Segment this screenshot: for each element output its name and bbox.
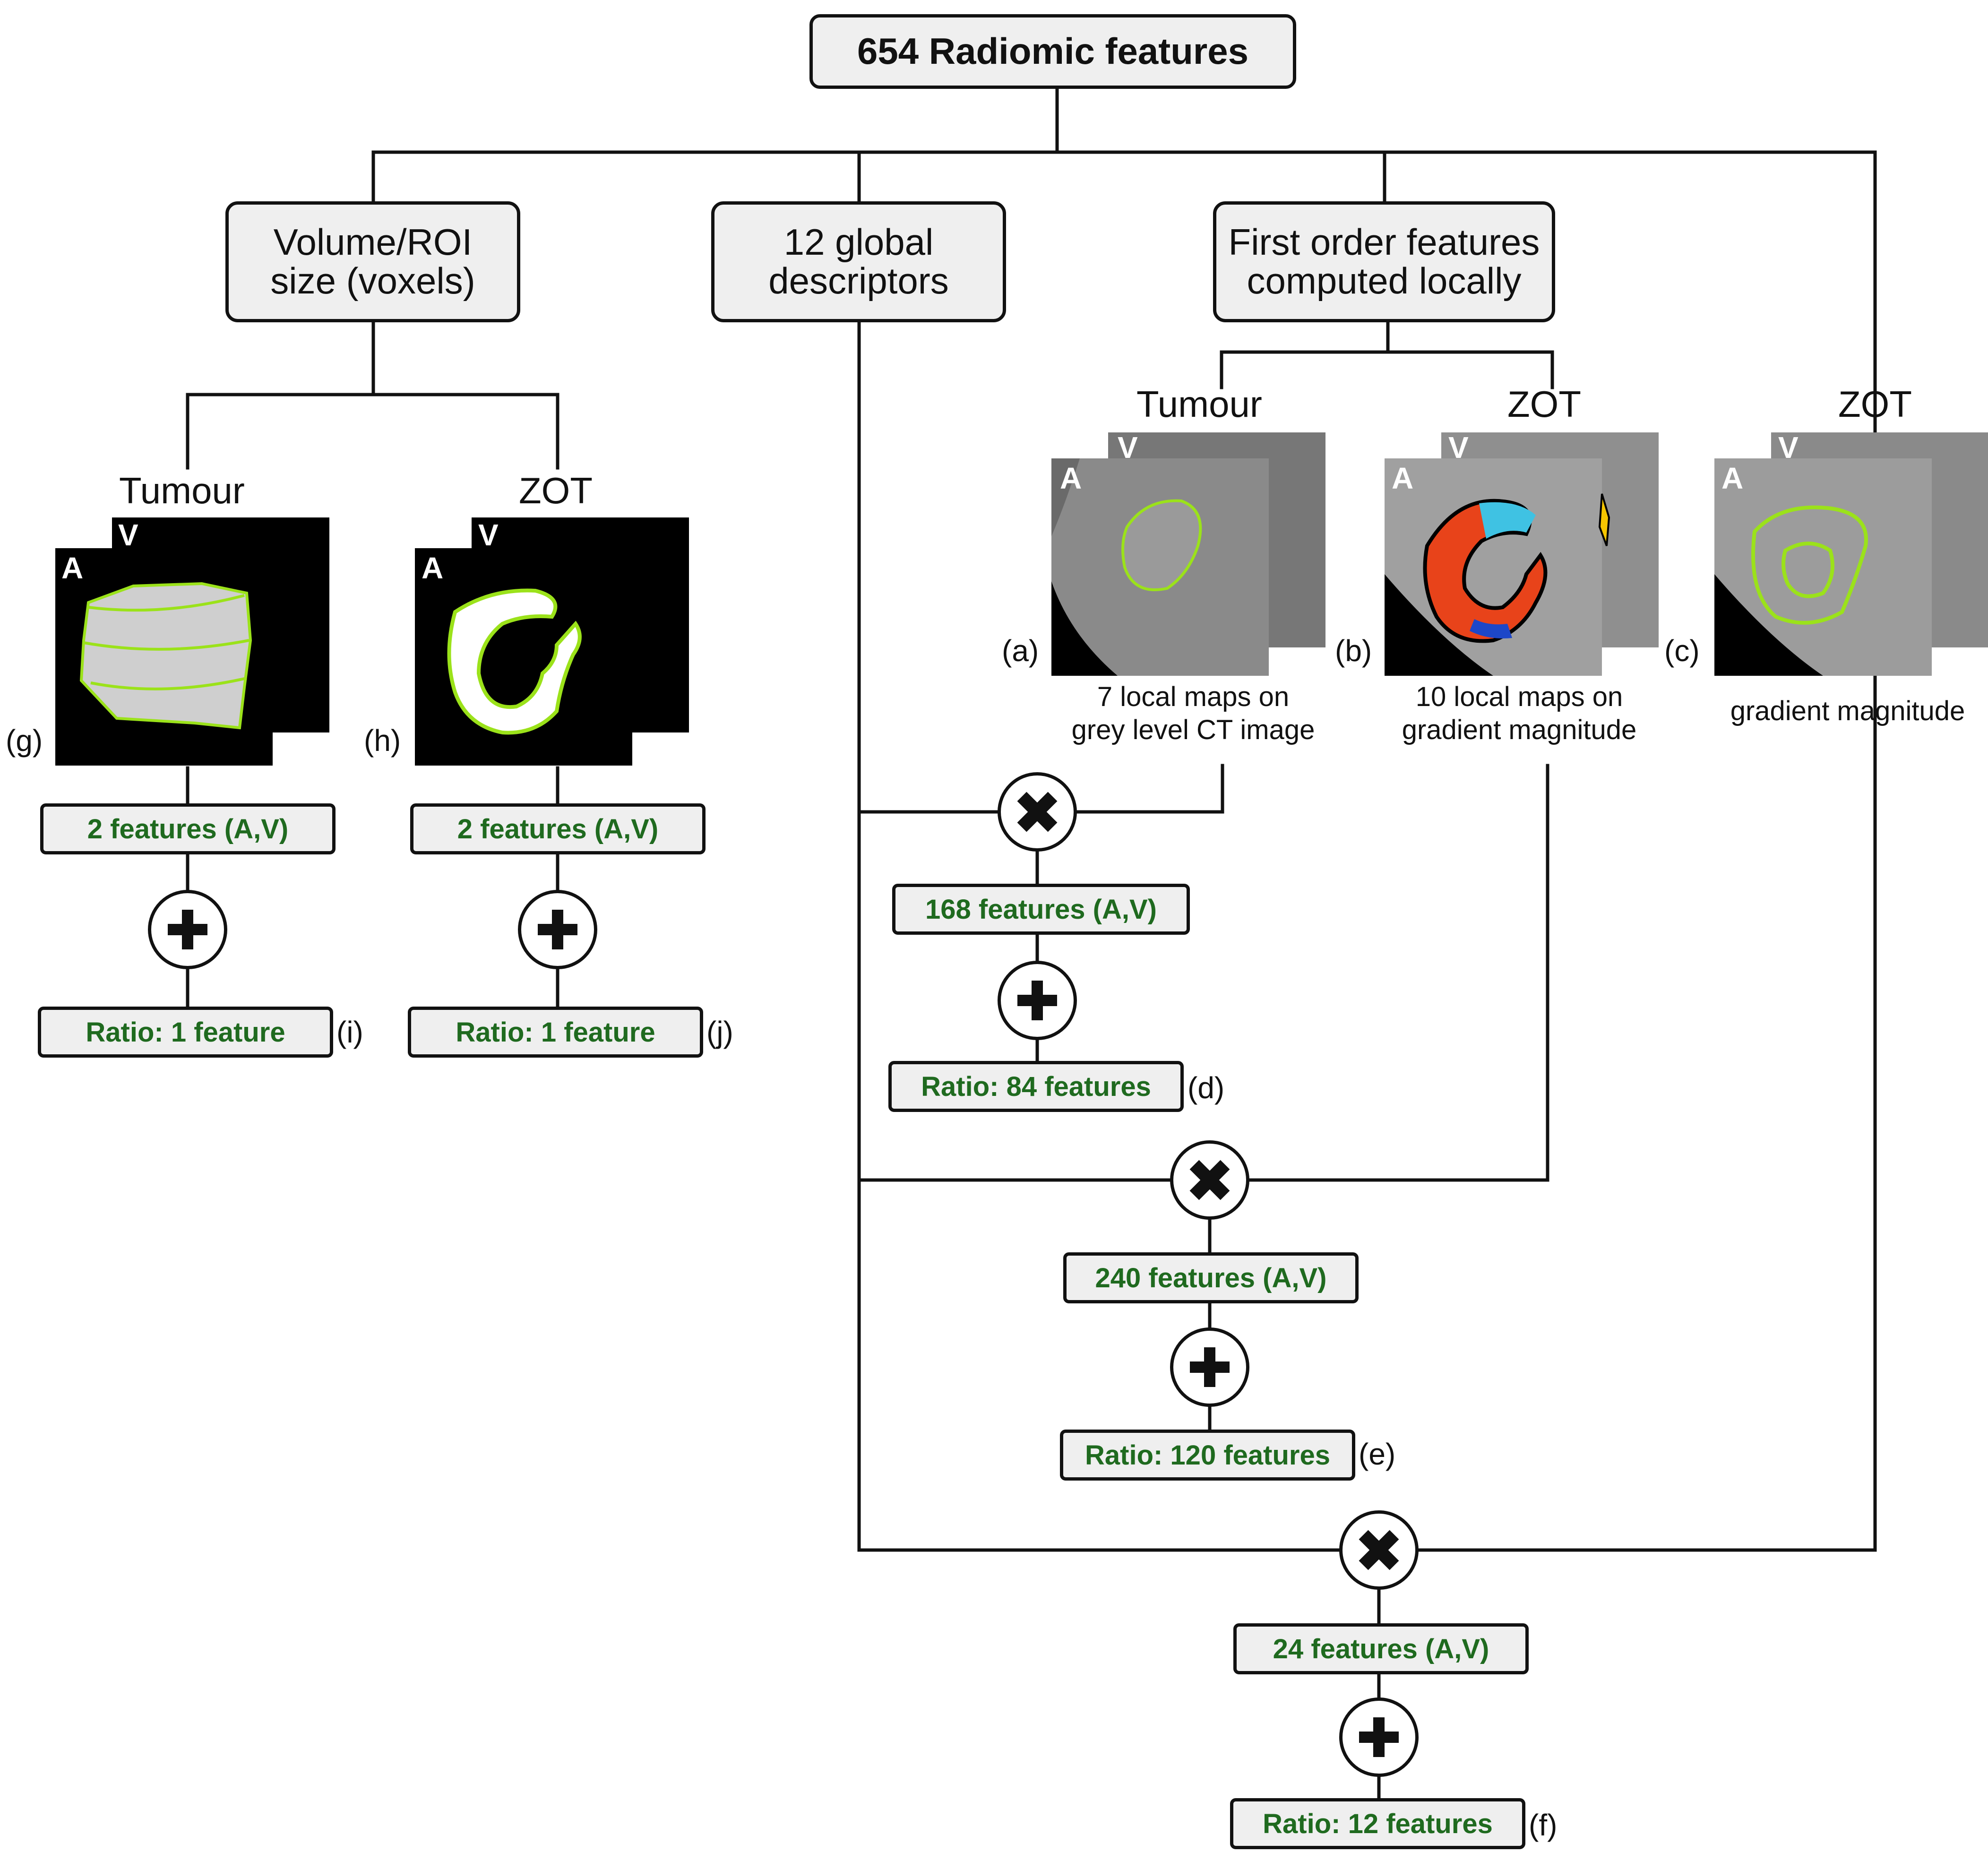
first-order-box: First order features computed locally [1213, 201, 1555, 322]
f-ratio-box: Ratio: 12 features [1230, 1798, 1525, 1849]
vol-tumour-heading: Tumour [119, 470, 245, 511]
h-features-box: 2 features (A,V) [410, 803, 706, 854]
g-venous-tag: V [118, 518, 138, 552]
d-ratio-box: Ratio: 84 features [888, 1061, 1184, 1112]
panel-g-label: (g) [6, 724, 43, 758]
panel-b-label: (b) [1335, 634, 1372, 668]
c-arterial-tag: A [1721, 461, 1744, 495]
caption-b: 10 local maps on gradient magnitude [1402, 681, 1637, 745]
i-ratio-box: Ratio: 1 feature [38, 1007, 333, 1058]
a-arterial-tag: A [1060, 461, 1082, 495]
plus-icon [1339, 1697, 1419, 1777]
multiply-icon [1170, 1140, 1249, 1220]
caption-a: 7 local maps on grey level CT image [1071, 681, 1315, 745]
zot-colormap-image [1385, 432, 1659, 676]
a-features-box: 168 features (A,V) [892, 884, 1190, 935]
global-descriptors-box: 12 global descriptors [711, 201, 1006, 322]
panel-j-label: (j) [706, 1015, 733, 1049]
e-ratio-box: Ratio: 120 features [1060, 1430, 1355, 1481]
panel-e-label: (e) [1359, 1437, 1396, 1471]
tumour-mask-image [55, 517, 329, 766]
panel-c-label: (c) [1664, 634, 1700, 668]
c-features-box: 24 features (A,V) [1233, 1623, 1529, 1674]
caption-c: gradient magnitude [1730, 696, 1965, 726]
g-arterial-tag: A [61, 551, 84, 585]
b-arterial-tag: A [1392, 461, 1414, 495]
b-venous-tag: V [1448, 431, 1469, 465]
h-venous-tag: V [478, 518, 499, 552]
zot-mask-image [415, 517, 689, 766]
panel-f-label: (f) [1529, 1808, 1558, 1842]
g-features-box: 2 features (A,V) [40, 803, 336, 854]
ct-tumour-image [1051, 432, 1325, 676]
j-ratio-box: Ratio: 1 feature [408, 1007, 703, 1058]
panel-a-label: (a) [1002, 634, 1039, 668]
panel-d-label: (d) [1188, 1071, 1225, 1105]
fo-zot-heading: ZOT [1507, 383, 1581, 425]
panel-h-label: (h) [364, 724, 401, 758]
gradient-magnitude-image [1714, 432, 1988, 676]
multiply-icon [998, 772, 1077, 852]
plus-icon [518, 890, 597, 969]
vol-zot-heading: ZOT [519, 470, 593, 511]
c-venous-tag: V [1778, 431, 1799, 465]
b-features-box: 240 features (A,V) [1063, 1252, 1359, 1303]
panel-i-label: (i) [336, 1015, 363, 1049]
plus-icon [148, 890, 227, 969]
root-box: 654 Radiomic features [809, 14, 1296, 89]
h-arterial-tag: A [422, 551, 444, 585]
grad-zot-heading: ZOT [1838, 383, 1912, 425]
fo-tumour-heading: Tumour [1136, 383, 1262, 425]
plus-icon [998, 961, 1077, 1040]
plus-icon [1170, 1327, 1249, 1407]
a-venous-tag: V [1118, 431, 1138, 465]
volume-roi-box: Volume/ROI size (voxels) [225, 201, 520, 322]
multiply-icon [1339, 1510, 1419, 1590]
